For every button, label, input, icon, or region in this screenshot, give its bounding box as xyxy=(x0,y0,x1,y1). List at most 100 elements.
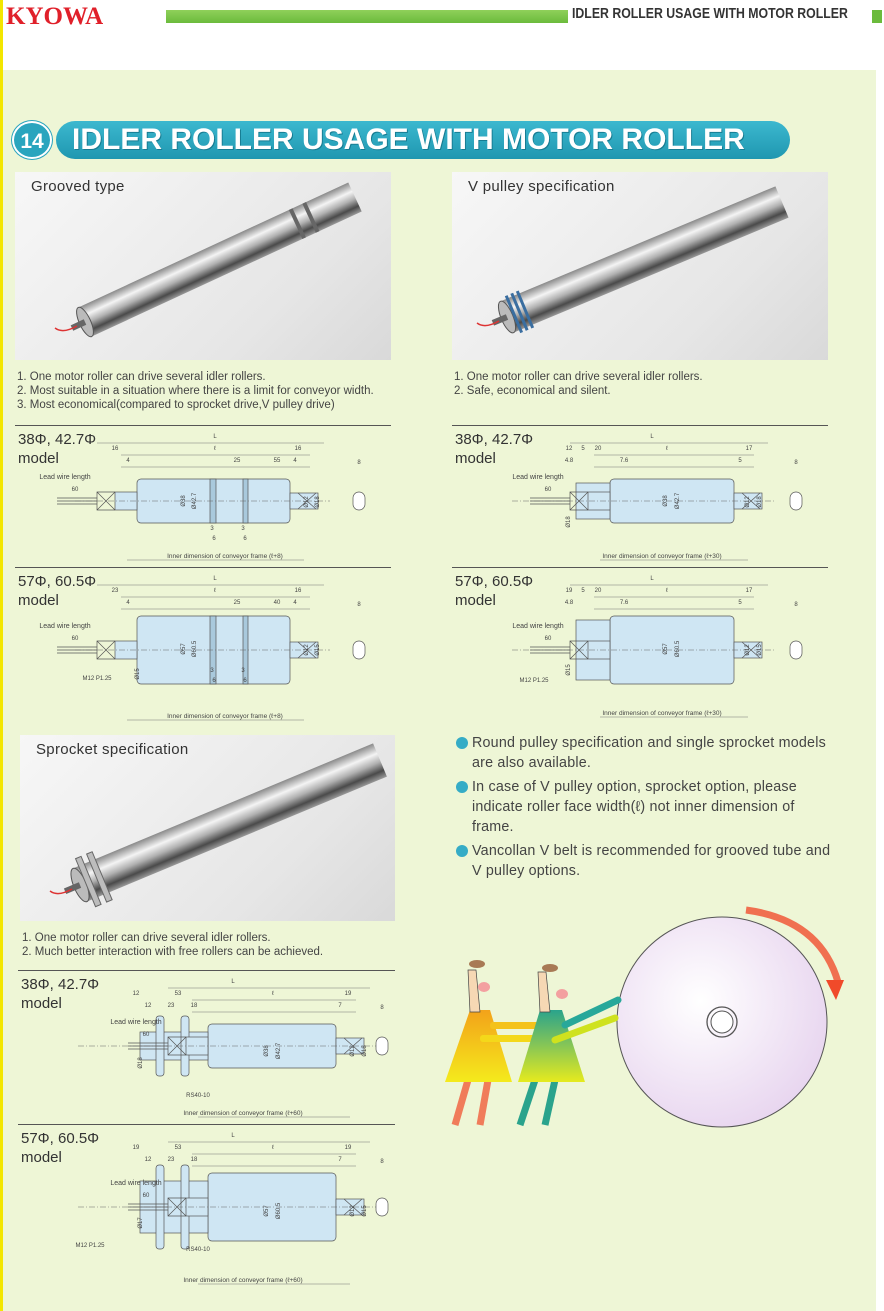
dimension-label: Ø38 xyxy=(181,495,187,507)
bullet-dot-icon xyxy=(456,781,468,793)
vpulley-notes: 1. One motor roller can drive several id… xyxy=(454,370,703,398)
dimension-label: 20 xyxy=(595,446,602,452)
dimension-label: 18 xyxy=(191,1157,198,1163)
model-diameter: 38Φ, 42.7Φ xyxy=(21,976,100,993)
dimension-label: ℓ xyxy=(666,445,668,452)
model-diameter: 38Φ, 42.7Φ xyxy=(455,431,534,448)
lead-wire-length-label: Lead wire length xyxy=(110,1019,161,1026)
v-pulley-groove xyxy=(510,292,529,331)
roller-body xyxy=(70,182,362,338)
note: 2. Safe, economical and silent. xyxy=(454,385,611,397)
note: 1. One motor roller can drive several id… xyxy=(454,371,703,383)
lead-wire-length-value: 60 xyxy=(72,636,79,642)
rotation-arrow-head xyxy=(826,980,844,1000)
photo-caption: Grooved type xyxy=(31,178,125,195)
lead-wire xyxy=(49,888,73,895)
header-green-bar xyxy=(166,10,568,23)
dimension-label: Ø18 xyxy=(757,496,763,508)
dimension-label: 4 xyxy=(126,458,130,464)
model-label: model xyxy=(18,592,59,609)
dimension-label: Ø15 xyxy=(566,664,572,676)
dimension-label: 6 xyxy=(212,678,216,684)
dimension-label: 8 xyxy=(357,602,361,608)
dimension-label: 7 xyxy=(338,1157,342,1163)
dimension-label: Ø38 xyxy=(264,1045,270,1057)
v-pulley-groove xyxy=(515,290,535,329)
dimension-label: 20 xyxy=(595,588,602,594)
bullet-text: In case of V pulley option, sprocket opt… xyxy=(472,779,797,835)
lead-wire-length-label: Lead wire length xyxy=(512,623,563,630)
dimension-label: 12 xyxy=(133,991,140,997)
dimension-label: 53 xyxy=(175,991,182,997)
dimension-label: 5 xyxy=(738,600,742,606)
dimension-label: 16 xyxy=(112,446,119,452)
roller-body xyxy=(491,186,789,334)
note: 2. Much better interaction with free rol… xyxy=(22,946,324,958)
frame-dimension-label: Inner dimension of conveyor frame (ℓ+30) xyxy=(602,553,721,560)
rotation-arrow xyxy=(745,906,842,984)
dimension-label: Ø42.7 xyxy=(675,492,681,509)
section-number: 14 xyxy=(12,121,52,159)
diagram-model-title: 38Φ, 42.7Φ model xyxy=(21,975,99,1013)
dimension-label: Ø60.5 xyxy=(675,640,681,657)
kyowa-logo: KYOWA xyxy=(6,3,104,30)
dimension-label: 8 xyxy=(794,602,798,608)
dimension-label: 12 xyxy=(566,446,573,452)
lead-wire-length-value: 60 xyxy=(545,487,552,493)
frame-dimension-label: Inner dimension of conveyor frame (ℓ+8) xyxy=(167,713,283,720)
shaft-end-view xyxy=(789,491,803,511)
dimension-label: Ø12 xyxy=(304,644,310,656)
dimension-label: 12 xyxy=(145,1003,152,1009)
dimension-label: 4 xyxy=(293,458,297,464)
dimension-label: Ø15 xyxy=(315,644,321,656)
dimension-label: Ø42.7 xyxy=(276,1042,282,1059)
dimension-label: 17 xyxy=(746,588,753,594)
dimension-label: ℓ xyxy=(272,990,274,997)
dimension-label: 5 xyxy=(581,446,585,452)
dimension-label: L xyxy=(213,576,217,582)
dimension-label: Ø15 xyxy=(362,1205,368,1217)
section-title: IDLER ROLLER USAGE WITH MOTOR ROLLER xyxy=(56,121,790,159)
options-notes: Round pulley specification and single sp… xyxy=(455,733,840,885)
dimension-label: 5 xyxy=(738,458,742,464)
dimension-label: ℓ xyxy=(214,587,216,594)
dimension-label: 23 xyxy=(112,588,119,594)
dimension-label: RS40-10 xyxy=(186,1247,210,1253)
left-shaft xyxy=(587,491,611,511)
dimension-label: L xyxy=(231,1133,235,1139)
bullet-text: Vancollan V belt is recommended for groo… xyxy=(472,843,831,879)
bullet-text: Round pulley specification and single sp… xyxy=(472,735,826,771)
dimension-label: 4.8 xyxy=(565,458,574,464)
lead-wire-length-label: Lead wire length xyxy=(39,623,90,630)
bullet-item: Vancollan V belt is recommended for groo… xyxy=(455,841,840,881)
dimension-label: 19 xyxy=(345,991,352,997)
left-shaft xyxy=(114,640,138,660)
dimension-label: 8 xyxy=(380,1159,384,1165)
dimension-label: M12 P1.25 xyxy=(82,676,112,682)
dimension-label: 25 xyxy=(234,600,241,606)
roller-tube xyxy=(78,182,362,337)
dimension-label: M12 P1.25 xyxy=(75,1243,105,1249)
lead-wire-length-label: Lead wire length xyxy=(512,474,563,481)
bullet-item: Round pulley specification and single sp… xyxy=(455,733,840,773)
dimension-label: 4 xyxy=(293,600,297,606)
model-label: model xyxy=(21,995,62,1012)
dimension-label: 53 xyxy=(175,1145,182,1151)
dimension-label: Ø18 xyxy=(315,496,321,508)
lead-wire-length-value: 60 xyxy=(545,636,552,642)
note: 2. Most suitable in a situation where th… xyxy=(17,385,374,397)
dimension-label: Ø17 xyxy=(138,1217,144,1229)
lead-wire-length-value: 60 xyxy=(143,1032,150,1038)
dimension-label: 23 xyxy=(168,1003,175,1009)
dimension-label: Ø15 xyxy=(757,644,763,656)
dimension-label: 19 xyxy=(133,1145,140,1151)
dimension-label: Ø60.5 xyxy=(276,1202,282,1219)
dimension-label: 6 xyxy=(212,536,216,542)
dimension-label: Ø38 xyxy=(663,495,669,507)
sprocket-notes: 1. One motor roller can drive several id… xyxy=(22,931,323,959)
dimension-label: 40 xyxy=(274,600,281,606)
